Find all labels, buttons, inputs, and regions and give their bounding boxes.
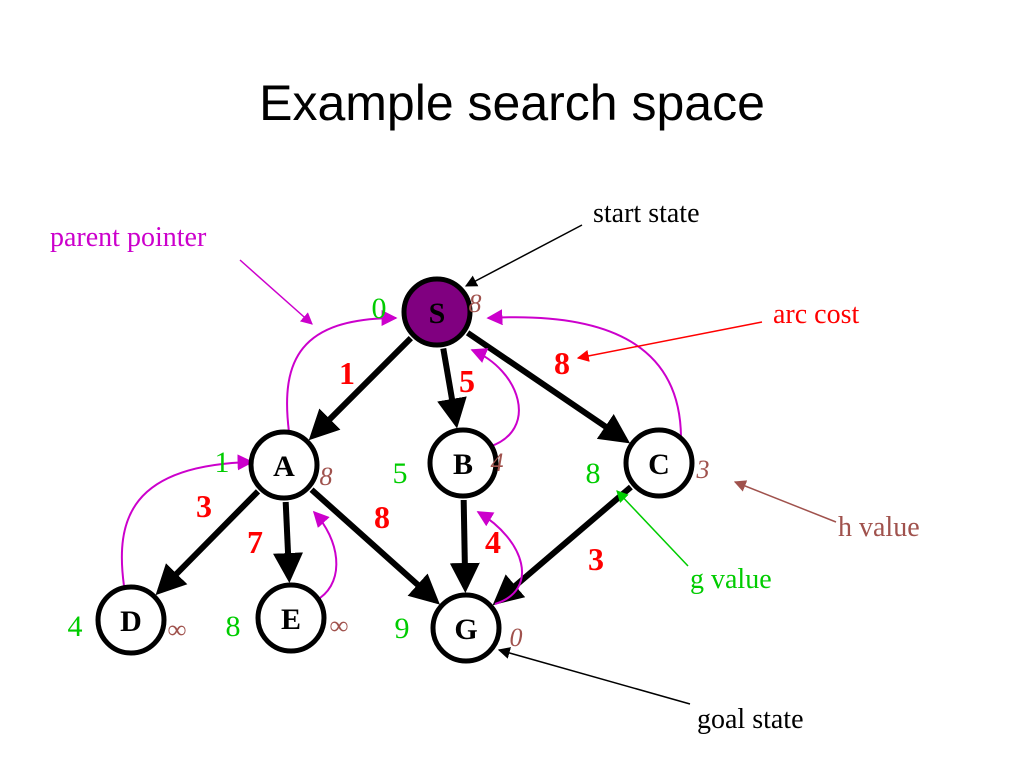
goal-state-arrow [497, 647, 691, 705]
h-value-E: ∞ [330, 611, 349, 640]
node-label-S: S [429, 297, 446, 330]
parent-pointer-label: parent pointer [50, 222, 207, 253]
edge-S-A [308, 336, 413, 441]
arc-cost-arrow [576, 321, 763, 362]
parent-pointer-E-to-A [312, 510, 338, 599]
g-value-B: 5 [393, 457, 408, 490]
node-circle-B [427, 427, 499, 499]
node-circle-E [255, 582, 327, 654]
edges-layer [155, 330, 633, 606]
node-label-D: D [120, 605, 142, 638]
g-value-label: g value [690, 564, 772, 595]
node-label-B: B [453, 448, 473, 481]
g-value-arrow [616, 490, 689, 567]
node-A: A [248, 429, 320, 501]
h-value-label: h value [838, 512, 920, 543]
node-circle-A [248, 429, 320, 501]
edge-S-C [465, 330, 631, 444]
h-value-A: 8 [320, 462, 333, 491]
node-label-C: C [648, 448, 670, 481]
g-value-S: 0 [372, 292, 387, 325]
g-value-G: 9 [395, 612, 410, 645]
h-value-D: ∞ [168, 615, 187, 644]
parent-pointers-layer [120, 309, 682, 605]
parent-pointer-C-to-S [486, 309, 682, 438]
g-value-A: 1 [215, 446, 230, 479]
h-value-arrow [733, 480, 837, 523]
h-value-B: 4 [491, 448, 504, 477]
g-value-D: 4 [68, 610, 83, 643]
node-circle-G [430, 592, 502, 664]
node-B: B [427, 427, 499, 499]
parent-pointer-A-to-S [286, 310, 398, 433]
start-state-label: start state [593, 198, 700, 229]
arc-cost-S-C: 8 [554, 345, 570, 381]
node-circle-C [623, 427, 695, 499]
node-E: E [255, 582, 327, 654]
arc-cost-A-E: 7 [247, 524, 263, 560]
arc-cost-A-D: 3 [196, 488, 212, 524]
node-label-G: G [454, 613, 477, 646]
parent-pointer-arrow [239, 259, 313, 325]
node-circle-D [95, 584, 167, 656]
arc-cost-S-A: 1 [339, 355, 355, 391]
h-value-S: 8 [469, 289, 482, 318]
parent-pointer-D-to-A [120, 454, 254, 587]
edge-A-D [155, 489, 261, 596]
nodes-layer: S A B C D E G [95, 276, 695, 664]
g-value-E: 8 [226, 610, 241, 643]
node-C: C [623, 427, 695, 499]
edge-C-G [492, 484, 633, 606]
edge-S-B [437, 347, 467, 429]
arc-cost-C-G: 3 [588, 541, 604, 577]
arc-cost-label: arc cost [773, 299, 860, 330]
annotations: start state parent pointer arc cost h va… [50, 198, 920, 735]
node-G: G [430, 592, 502, 664]
edge-A-G [309, 487, 440, 605]
arc-cost-B-G: 4 [485, 524, 501, 560]
parent-pointer-B-to-S [470, 348, 520, 448]
edge-A-E [273, 501, 304, 584]
node-label-A: A [273, 450, 295, 483]
node-D: D [95, 584, 167, 656]
node-circle-S [401, 276, 473, 348]
edge-B-G [449, 499, 480, 594]
arc-cost-A-G: 8 [374, 499, 390, 535]
goal-state-label: goal state [697, 704, 804, 735]
h-value-C: 3 [696, 455, 710, 484]
node-label-E: E [281, 603, 301, 636]
h-value-G: 0 [510, 623, 523, 652]
start-state-arrow [464, 224, 583, 287]
node-S: S [401, 276, 473, 348]
arc-cost-S-B: 5 [459, 363, 475, 399]
slide-title: Example search space [259, 75, 765, 131]
g-value-C: 8 [586, 457, 601, 490]
parent-pointer-G-to-B [476, 511, 523, 605]
